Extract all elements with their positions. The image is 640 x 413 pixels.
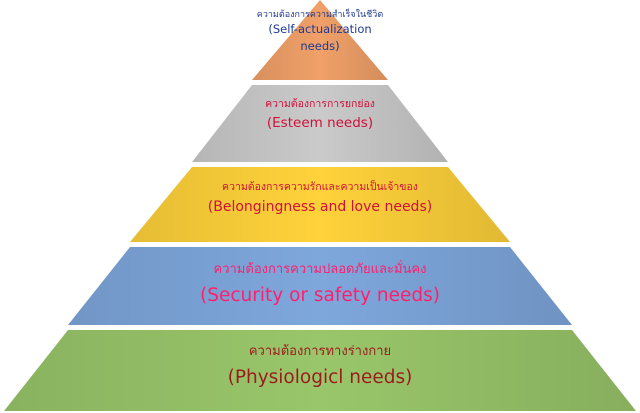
level-thai-text: ความต้องการการยกย่อง	[265, 98, 375, 110]
pyramid-level-belongingness-shade	[130, 167, 510, 242]
level-label-esteem: ความต้องการการยกย่อง (Esteem needs)	[230, 98, 410, 132]
level-label-self-actualization: ความต้องการความสำเร็จในชีวิต (Self-actua…	[240, 10, 400, 55]
level-english-text: (Esteem needs)	[266, 115, 374, 132]
level-english-text: (Self-actualization needs)	[268, 22, 372, 53]
level-english-text: (Security or safety needs)	[200, 285, 440, 307]
level-thai-text: ความต้องการความสำเร็จในชีวิต	[256, 10, 384, 20]
pyramid-level-physiological-shade	[4, 330, 636, 411]
level-thai-text: ความต้องการทางร่างกาย	[248, 344, 392, 359]
level-thai-text: ความต้องการความปลอดภัยและมั่นคง	[213, 262, 427, 277]
pyramid-level-safety-shade	[68, 247, 572, 325]
level-label-physiological: ความต้องการทางร่างกาย (Physiologicl need…	[120, 344, 520, 389]
level-english-text: (Physiologicl needs)	[227, 367, 413, 389]
level-thai-text: ความต้องการความรักและความเป็นเจ้าของ	[222, 181, 418, 193]
level-english-text: (Belongingness and love needs)	[207, 199, 433, 216]
level-label-safety: ความต้องการความปลอดภัยและมั่นคง (Securit…	[140, 262, 500, 307]
level-label-belongingness: ความต้องการความรักและความเป็นเจ้าของ (Be…	[190, 181, 450, 217]
pyramid-level-esteem-shade	[192, 85, 448, 162]
pyramid-level-self-actualization-shade	[252, 0, 388, 80]
